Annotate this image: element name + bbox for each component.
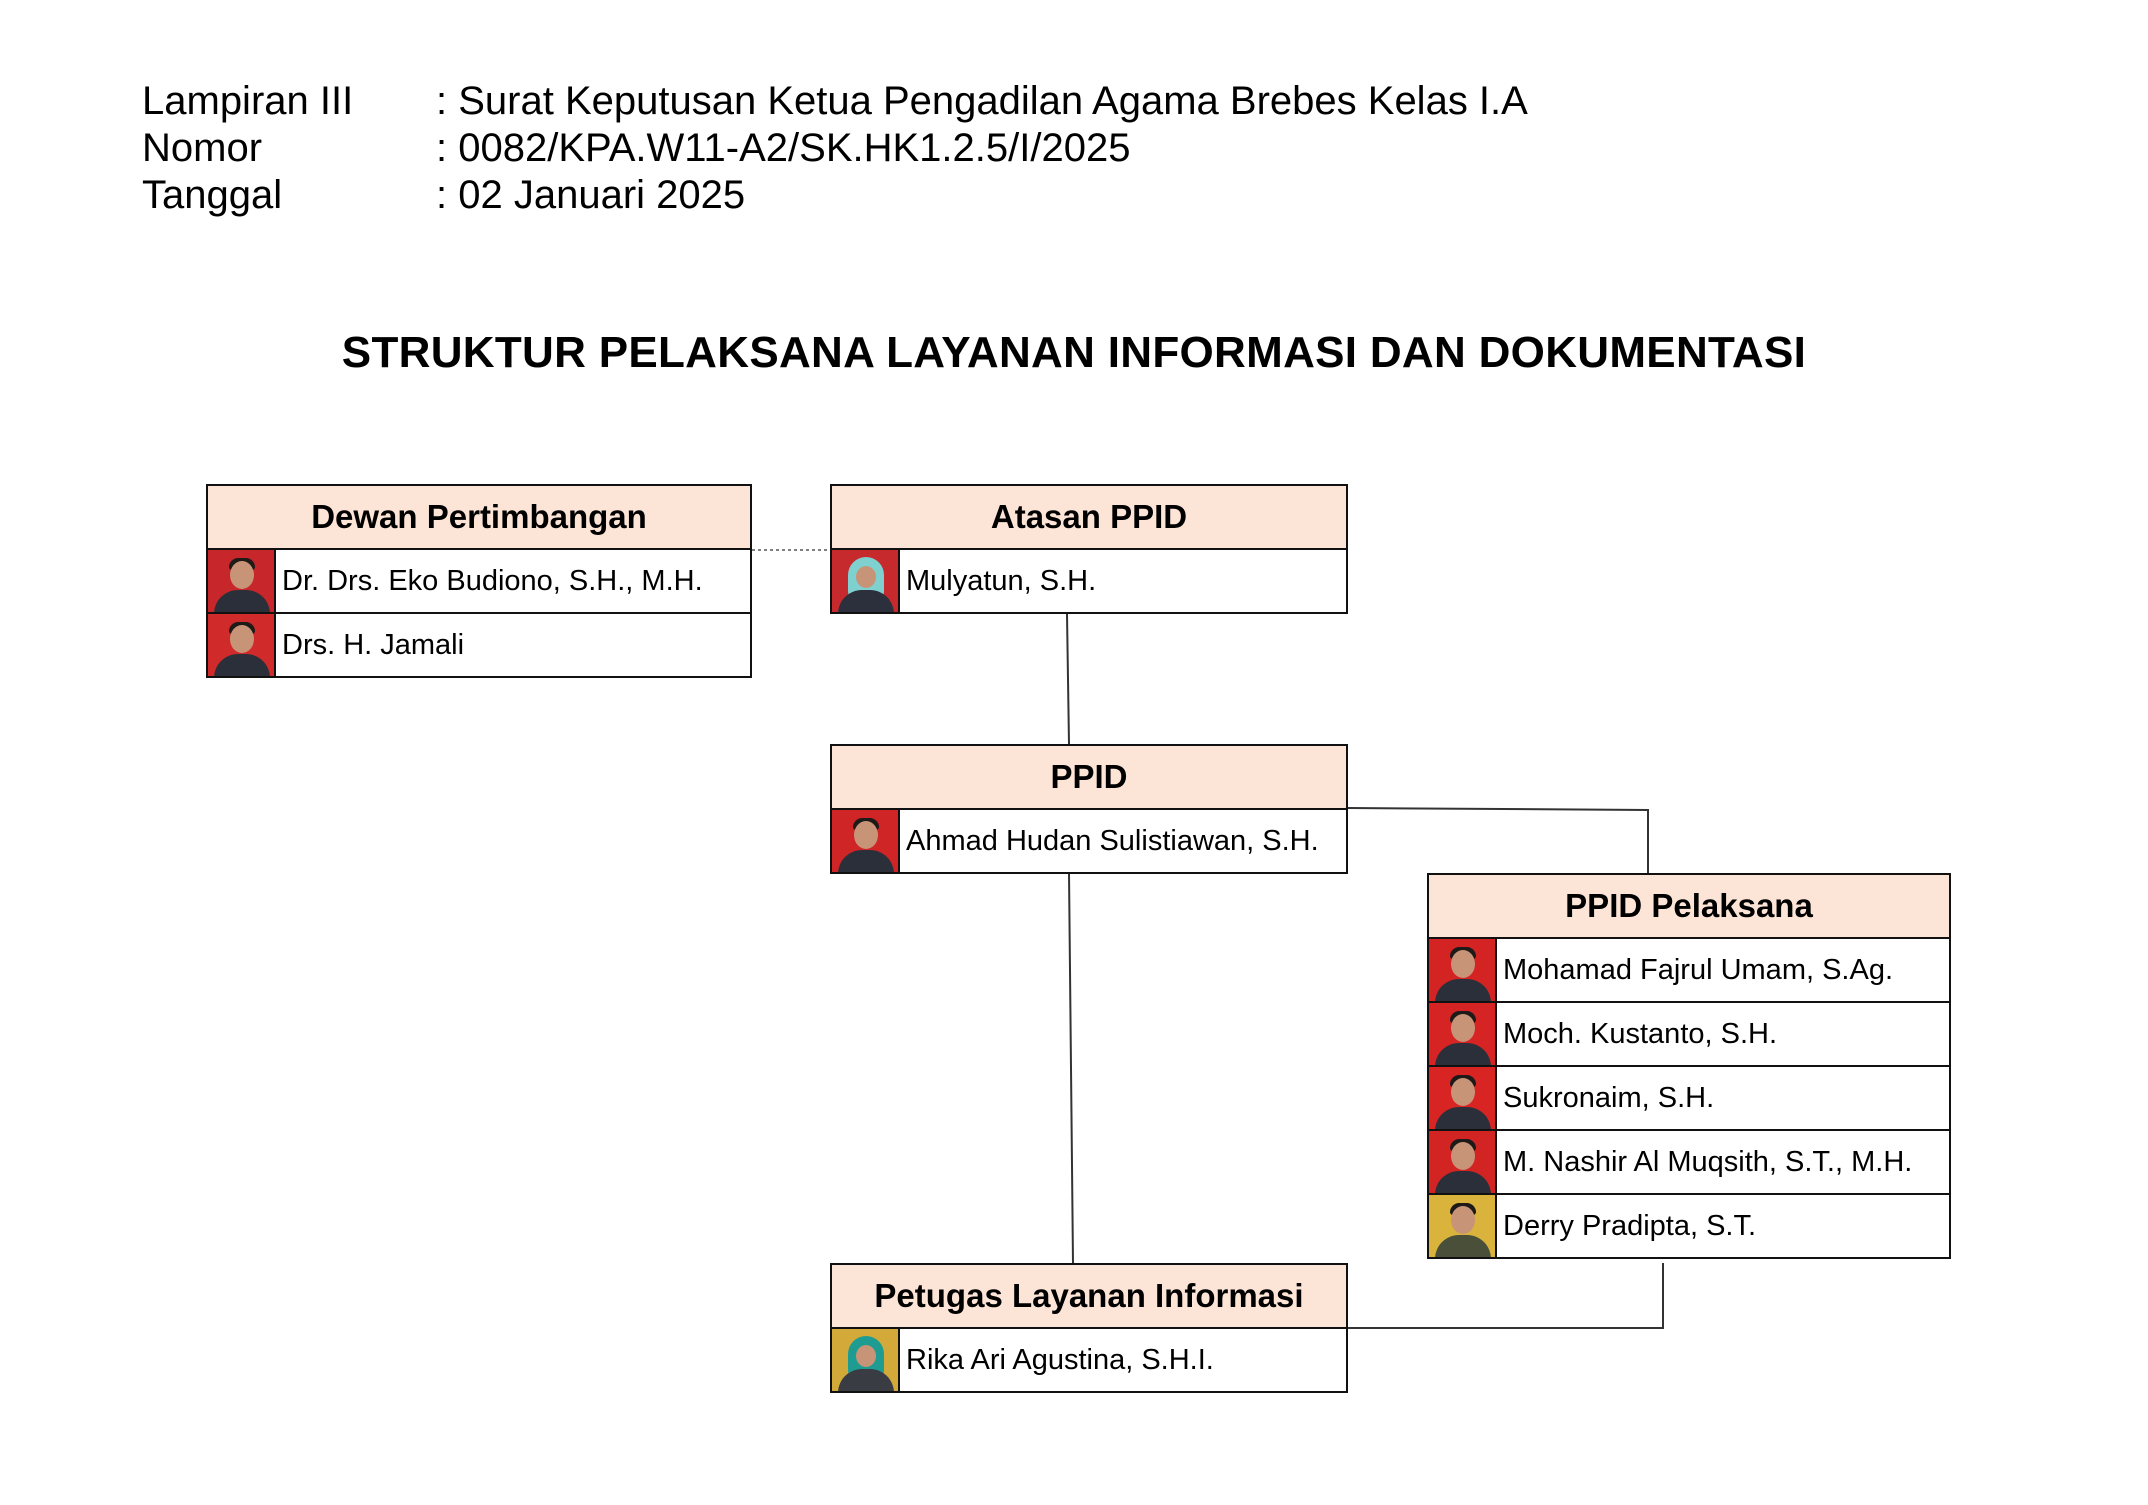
ppid-box: PPID Ahmad Hudan Sulistiawan, S.H. — [830, 744, 1348, 874]
member-name: Mulyatun, S.H. — [906, 564, 1097, 597]
member-photo — [1429, 939, 1497, 1001]
pelaksana-petugas-connector — [1348, 1263, 1664, 1329]
box-heading: Dewan Pertimbangan — [208, 486, 750, 550]
member-row: Ahmad Hudan Sulistiawan, S.H. — [832, 810, 1346, 872]
member-photo — [1429, 1003, 1497, 1065]
member-name: Moch. Kustanto, S.H. — [1503, 1017, 1778, 1050]
member-row: Rika Ari Agustina, S.H.I. — [832, 1329, 1346, 1391]
member-row: Mohamad Fajrul Umam, S.Ag. — [1429, 939, 1949, 1003]
member-name: Rika Ari Agustina, S.H.I. — [906, 1343, 1214, 1376]
member-photo — [208, 550, 276, 612]
box-heading: PPID Pelaksana — [1429, 875, 1949, 939]
atasan-ppid-connector — [1066, 613, 1070, 745]
member-name: Drs. H. Jamali — [282, 628, 465, 661]
member-name: Sukronaim, S.H. — [1503, 1081, 1715, 1114]
dewan-pertimbangan-box: Dewan Pertimbangan Dr. Drs. Eko Budiono,… — [206, 484, 752, 678]
member-name: Derry Pradipta, S.T. — [1503, 1209, 1757, 1242]
member-row: Drs. H. Jamali — [208, 614, 750, 676]
petugas-layanan-informasi-box: Petugas Layanan Informasi Rika Ari Agust… — [830, 1263, 1348, 1393]
header-label: Tanggal — [142, 173, 283, 217]
header-row-nomor: Nomor : 0082/KPA.W11-A2/SK.HK1.2.5/I/202… — [142, 125, 1528, 172]
member-photo — [1429, 1131, 1497, 1193]
member-name: Mohamad Fajrul Umam, S.Ag. — [1503, 953, 1894, 986]
atasan-ppid-box: Atasan PPID Mulyatun, S.H. — [830, 484, 1348, 614]
box-heading: Atasan PPID — [832, 486, 1346, 550]
header-row-tanggal: Tanggal : 02 Januari 2025 — [142, 172, 1528, 219]
member-name: Ahmad Hudan Sulistiawan, S.H. — [906, 824, 1319, 857]
page-title: STRUKTUR PELAKSANA LAYANAN INFORMASI DAN… — [341, 328, 1807, 377]
box-heading: PPID — [832, 746, 1346, 810]
member-row: Sukronaim, S.H. — [1429, 1067, 1949, 1131]
member-photo — [832, 1329, 900, 1391]
member-photo — [1429, 1067, 1497, 1129]
header-value: : 02 Januari 2025 — [436, 173, 746, 217]
ppid-petugas-connector — [1068, 872, 1074, 1264]
box-heading: Petugas Layanan Informasi — [832, 1265, 1346, 1329]
member-photo — [208, 614, 276, 676]
header-label: Lampiran III — [142, 79, 354, 123]
member-row: Derry Pradipta, S.T. — [1429, 1195, 1949, 1257]
ppid-pelaksana-box: PPID Pelaksana Mohamad Fajrul Umam, S.Ag… — [1427, 873, 1951, 1259]
header-label: Nomor — [142, 126, 263, 170]
member-photo — [1429, 1195, 1497, 1257]
member-row: Moch. Kustanto, S.H. — [1429, 1003, 1949, 1067]
member-row: M. Nashir Al Muqsith, S.T., M.H. — [1429, 1131, 1949, 1195]
ppid-pelaksana-connector — [1347, 807, 1649, 873]
member-photo — [832, 550, 900, 612]
member-name: Dr. Drs. Eko Budiono, S.H., M.H. — [282, 564, 703, 597]
member-row: Dr. Drs. Eko Budiono, S.H., M.H. — [208, 550, 750, 614]
document-header: Lampiran III : Surat Keputusan Ketua Pen… — [142, 78, 1528, 219]
member-photo — [832, 810, 900, 872]
member-name: M. Nashir Al Muqsith, S.T., M.H. — [1503, 1145, 1913, 1178]
header-value: : Surat Keputusan Ketua Pengadilan Agama… — [436, 79, 1528, 123]
header-value: : 0082/KPA.W11-A2/SK.HK1.2.5/I/2025 — [436, 126, 1131, 170]
member-row: Mulyatun, S.H. — [832, 550, 1346, 612]
header-row-lampiran: Lampiran III : Surat Keputusan Ketua Pen… — [142, 78, 1528, 125]
